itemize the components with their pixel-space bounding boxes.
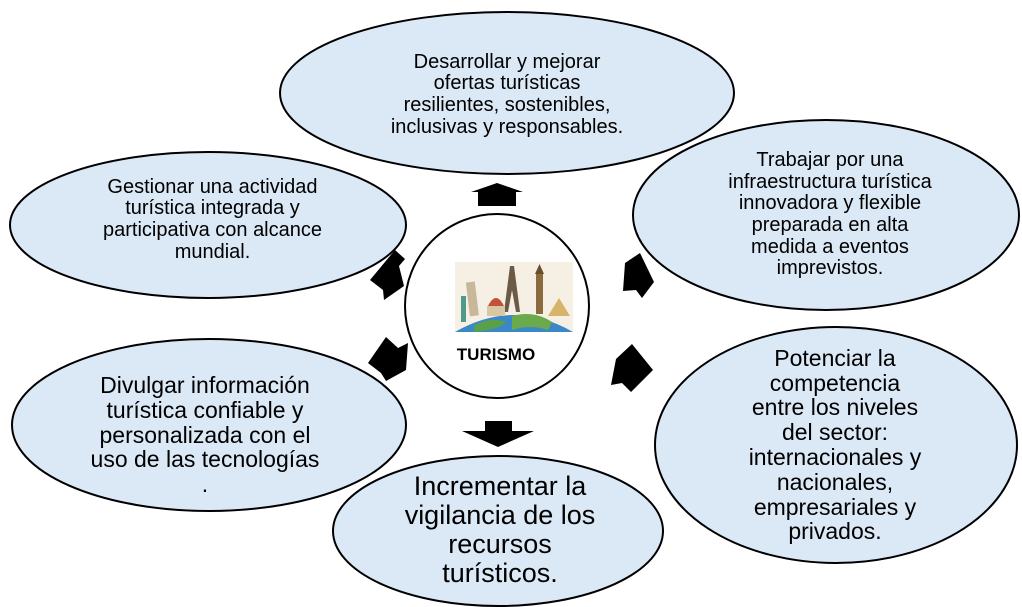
node-bottom-right-ellipse <box>654 326 1018 564</box>
arrow-up-left-icon <box>370 250 405 300</box>
arrow-down-icon <box>462 421 534 447</box>
center-label: TURISMO <box>456 345 536 364</box>
node-bottom-right-line-7: empresariales y <box>753 493 917 520</box>
node-top-left-line-4: mundial. <box>174 240 251 263</box>
node-top-left-line-1: Gestionar una actividad <box>107 175 318 198</box>
node-top-left-line-3: participativa con alcance <box>102 219 322 241</box>
node-bottom-left-line-4: uso de las tecnologías <box>90 446 320 473</box>
node-top-left-line-2: turística integrada y <box>125 197 300 220</box>
node-top-right-line-6: imprevistos. <box>776 257 884 280</box>
node-top-right-ellipse <box>632 119 1020 311</box>
arrow-down-left-icon <box>368 337 408 381</box>
node-bottom-left-ellipse <box>11 338 407 512</box>
node-top-right-line-2: infraestructura turística <box>728 170 932 193</box>
node-top-right-line-4: preparada en alta <box>751 214 909 236</box>
node-bottom-left-text: Divulgar información turística confiable… <box>40 360 370 510</box>
node-top-right-line-1: Trabajar por una <box>756 149 904 172</box>
node-top-right-text: Trabajar por una infraestructura turísti… <box>680 140 980 290</box>
node-top-left-text: Gestionar una actividad turística integr… <box>40 165 385 275</box>
node-bottom-right-line-4: del sector: <box>781 419 889 446</box>
node-top-right-line-5: medida a eventos <box>751 235 909 258</box>
node-top-line-3: resilientes, sostenibles, <box>403 94 611 116</box>
node-bottom-right-line-2: competencia <box>769 369 901 396</box>
node-bottom-right-line-6: nacionales, <box>776 468 894 495</box>
world-landmarks-icon <box>455 262 573 332</box>
node-top-line-2: ofertas turísticas <box>433 72 581 95</box>
node-bottom-left-line-3: personalizada con el <box>99 421 311 448</box>
node-bottom-text: Incrementar la vigilancia de los recurso… <box>360 465 640 595</box>
node-top-line-1: Desarrollar y mejorar <box>413 50 601 73</box>
node-bottom-right-text: Potenciar la competencia entre los nivel… <box>690 335 980 555</box>
node-bottom-left-line-5: . <box>201 471 209 498</box>
node-bottom-right-line-5: internacionales y <box>748 444 922 470</box>
node-bottom-line-2: vigilancia de los <box>404 499 596 530</box>
node-top-ellipse <box>279 11 735 175</box>
node-bottom-ellipse <box>332 455 664 607</box>
node-bottom-left-line-1: Divulgar información <box>100 371 310 398</box>
node-top-right-line-3: innovadora y flexible <box>738 192 922 215</box>
node-bottom-right-line-8: privados. <box>788 518 882 545</box>
node-bottom-left-line-2: turística confiable y <box>106 396 304 423</box>
node-bottom-line-1: Incrementar la <box>413 470 587 501</box>
arrow-up-icon <box>471 183 523 206</box>
arrow-up-right-icon <box>623 253 654 298</box>
node-bottom-line-3: recursos <box>448 529 552 559</box>
node-top-left-ellipse <box>9 151 407 299</box>
arrow-down-right-icon <box>611 344 653 392</box>
node-top-line-4: inclusivas y responsables. <box>390 115 624 138</box>
node-top-text: Desarrollar y mejorar ofertas turísticas… <box>332 40 682 150</box>
node-bottom-right-line-1: Potenciar la <box>774 344 896 371</box>
node-bottom-right-line-3: entre los niveles <box>751 394 919 421</box>
node-bottom-line-4: turísticos. <box>442 558 558 589</box>
